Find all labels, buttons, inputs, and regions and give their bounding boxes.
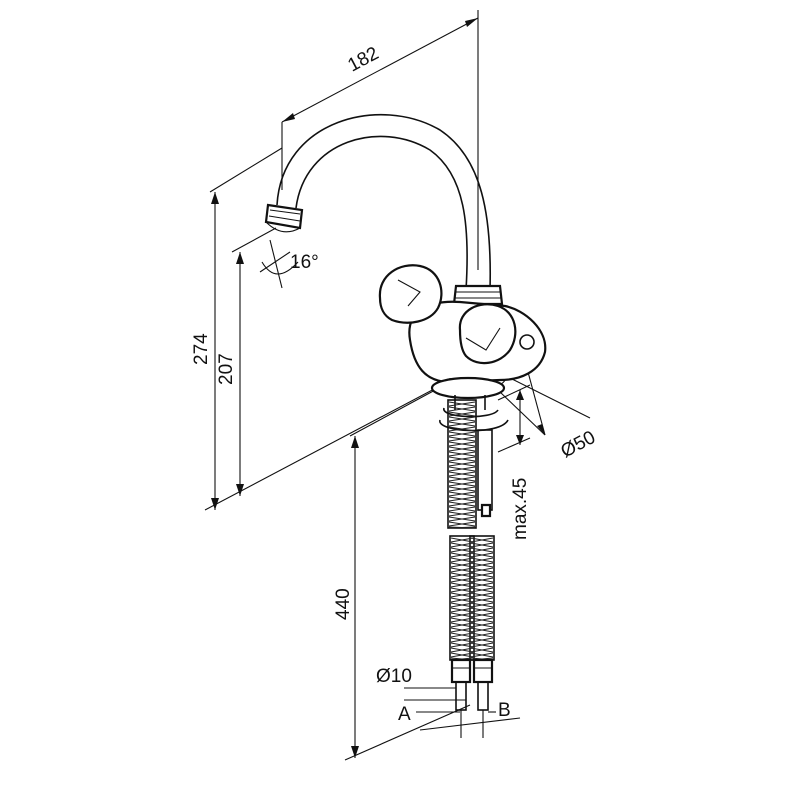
flex-hoses: [447, 399, 495, 661]
handle-right: [458, 303, 517, 365]
hose-braiding: [448, 401, 494, 661]
dimension-274-label: 274: [191, 333, 212, 365]
spout-collar: [452, 284, 504, 306]
mounting-base: [430, 376, 509, 432]
spout: [276, 113, 492, 291]
dimension-440-label: 440: [333, 588, 354, 620]
dimension-diameter-10: Ø10: [376, 666, 466, 701]
handle-left: [378, 264, 443, 324]
dimension-max-45-label: max.45: [510, 478, 531, 540]
inlet-a-label: A: [398, 704, 411, 725]
inlet-labels: A B: [398, 700, 521, 731]
dimension-diameter-10-label: Ø10: [376, 666, 412, 687]
dimension-274: 274: [191, 147, 456, 511]
aerator: [264, 203, 304, 233]
dimension-max-45: max.45: [497, 384, 531, 540]
dimension-16-degrees-label: 16°: [290, 252, 319, 273]
hose-fittings: [450, 658, 494, 738]
dimension-207-label: 207: [216, 353, 237, 385]
dimension-16-degrees: 16°: [259, 239, 319, 289]
dimension-182: 182: [281, 10, 479, 270]
dimension-diameter-50: Ø50: [497, 371, 599, 462]
inlet-b-label: B: [498, 700, 511, 721]
mounting-stud: [477, 429, 493, 518]
dimension-diameter-50-label: Ø50: [557, 427, 599, 462]
dimension-207: 207: [216, 227, 277, 496]
